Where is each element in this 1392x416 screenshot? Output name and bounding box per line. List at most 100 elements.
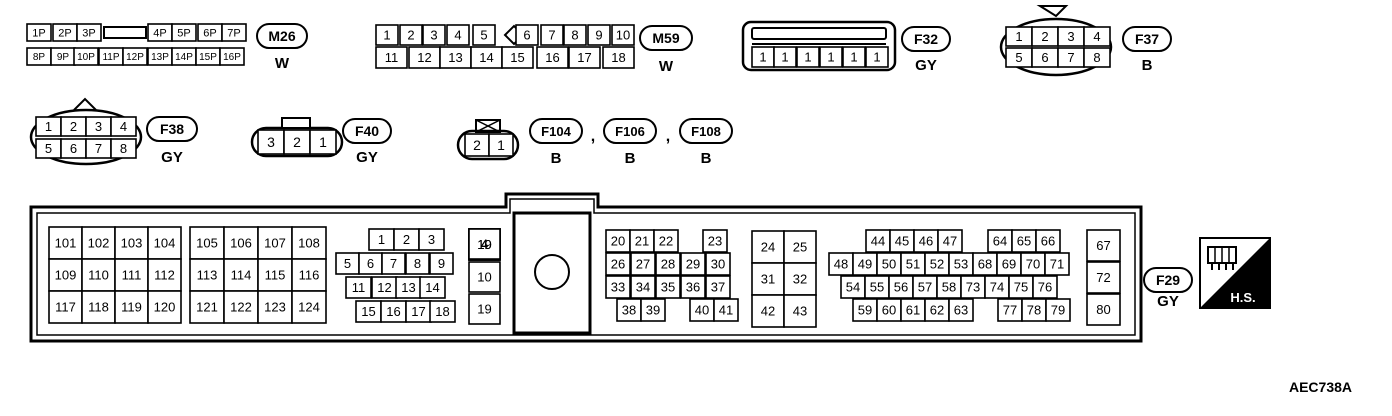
pin-m59-7: 7 xyxy=(548,28,555,43)
connector-id-f38: F38 xyxy=(160,121,184,137)
pin-m26-13P: 13P xyxy=(151,52,169,63)
pin-m26-16P: 16P xyxy=(223,52,241,63)
pin-f29-36-cell xyxy=(680,275,706,299)
pin-f29-53: 53 xyxy=(954,257,968,272)
pin-f40-3-cell xyxy=(257,129,285,155)
pin-f29-109: 109 xyxy=(55,268,77,283)
pin-f29-11-cell xyxy=(345,276,372,299)
pin-f37-3: 3 xyxy=(1067,29,1074,44)
pin-m59-5-cell xyxy=(472,24,496,46)
pin-f29-49: 49 xyxy=(858,257,872,272)
pin-f29-117-cell xyxy=(48,290,83,324)
pin-f29-79: 79 xyxy=(1051,303,1065,318)
pin-f29-119-cell xyxy=(114,290,149,324)
pin-m26-8P: 8P xyxy=(33,52,46,63)
connector-labels: M26 W M59 W F32 GY F37 B F38 GY F40 GY F… xyxy=(146,23,1193,310)
pin-f38-8-cell xyxy=(110,138,137,159)
pin-m59-16-cell xyxy=(536,46,569,69)
pin-f29-19-cell xyxy=(468,293,501,325)
pin-f29-44: 44 xyxy=(871,234,885,249)
pin-m59-18-cell xyxy=(602,46,635,69)
pin-m26-3P: 3P xyxy=(82,27,95,39)
pin-f29-67-cell xyxy=(1086,229,1121,262)
pin-m26-5P-cell xyxy=(171,23,197,42)
pin-f29-7-cell xyxy=(381,252,406,275)
pin-f29-6: 6 xyxy=(367,256,374,271)
pin-f29-60: 60 xyxy=(882,303,896,318)
pin-f29-116: 116 xyxy=(299,268,320,283)
pin-m26-6P: 6P xyxy=(203,27,216,39)
pin-f29-110: 110 xyxy=(88,268,109,283)
pin-m59-9: 9 xyxy=(595,28,602,43)
pin-f29-30: 30 xyxy=(711,257,725,272)
pin-f29-3-cell xyxy=(418,228,445,251)
pin-f29-42: 42 xyxy=(761,304,775,319)
pin-m59-11: 11 xyxy=(385,50,399,65)
pin-m26-12P: 12P xyxy=(126,52,144,63)
pin-m26-16P-cell xyxy=(219,47,245,66)
pin-f29-64: 64 xyxy=(993,234,1007,249)
pin-m59-16: 16 xyxy=(545,50,559,65)
pin-f29-31-cell xyxy=(751,262,785,296)
pin-f32-1-cell xyxy=(773,46,797,68)
pin-f29-26-cell xyxy=(605,252,631,276)
connector-id-f104: F104 xyxy=(541,124,571,139)
pin-f29-10: 10 xyxy=(477,270,491,285)
pin-f29-120: 120 xyxy=(154,300,176,315)
pin-m59-8: 8 xyxy=(571,28,578,43)
pin-f37-7: 7 xyxy=(1067,50,1074,65)
pin-f29-80: 80 xyxy=(1096,302,1110,317)
pin-m26-10P-cell xyxy=(73,47,99,66)
pin-f32-1: 1 xyxy=(804,50,811,65)
pin-f29-111-cell xyxy=(114,258,149,292)
pin-f29-19: 19 xyxy=(477,237,491,252)
pin-f29-102: 102 xyxy=(88,236,110,251)
pin-f29-41-cell xyxy=(713,298,739,322)
pin-m59-2: 2 xyxy=(407,28,414,43)
pin-f29-78: 78 xyxy=(1027,303,1041,318)
pin-m59-17: 17 xyxy=(577,50,591,65)
pin-m59-5: 5 xyxy=(480,28,487,43)
wire-color-m26: W xyxy=(275,55,290,72)
pin-f29-45: 45 xyxy=(895,234,909,249)
pin-f32-1: 1 xyxy=(759,50,766,65)
pin-f29-63: 63 xyxy=(954,303,968,318)
pin-f29-25: 25 xyxy=(793,240,807,255)
pin-f29-79-cell xyxy=(1045,298,1071,322)
pin-f104-2: 2 xyxy=(473,137,481,153)
pin-f29-62: 62 xyxy=(930,303,944,318)
wire-color-f29: GY xyxy=(1157,293,1179,310)
pin-f29-41: 41 xyxy=(719,303,733,318)
pin-m59-10-cell xyxy=(611,24,635,46)
pin-f38-3: 3 xyxy=(95,119,102,134)
pin-f29-39-cell xyxy=(640,298,666,322)
wire-color-m59: W xyxy=(659,58,674,75)
pin-m26-10P: 10P xyxy=(77,52,95,63)
pin-f29-101-cell xyxy=(48,226,83,260)
pin-m59-2-cell xyxy=(399,24,423,46)
pin-m26-4P: 4P xyxy=(153,27,166,39)
pin-f38-2: 2 xyxy=(70,119,77,134)
pin-f29-30-cell xyxy=(705,252,731,276)
pin-f29-32: 32 xyxy=(793,272,807,287)
pin-f29-26: 26 xyxy=(611,257,625,272)
pin-f29-76-cell xyxy=(1032,275,1058,299)
pin-f29-22-cell xyxy=(653,229,679,253)
pin-f37-4: 4 xyxy=(1093,29,1100,44)
pin-f29-105: 105 xyxy=(196,236,218,251)
pin-m59-12: 12 xyxy=(417,50,431,65)
pin-f29-22: 22 xyxy=(659,234,673,249)
pin-f38-8: 8 xyxy=(120,141,127,156)
pin-f29-8-cell xyxy=(405,252,430,275)
pin-f29-32-cell xyxy=(783,262,817,296)
pin-f29-117: 117 xyxy=(55,300,76,315)
connector-pins xyxy=(26,23,1121,328)
pin-f104-1: 1 xyxy=(497,137,505,153)
pin-m59-15: 15 xyxy=(510,50,524,65)
pin-f29-18-cell xyxy=(429,300,456,323)
pin-f38-4: 4 xyxy=(120,119,127,134)
pin-f29-74: 74 xyxy=(990,280,1004,295)
connector-id-f29: F29 xyxy=(1156,272,1180,288)
pin-f29-80-cell xyxy=(1086,293,1121,326)
